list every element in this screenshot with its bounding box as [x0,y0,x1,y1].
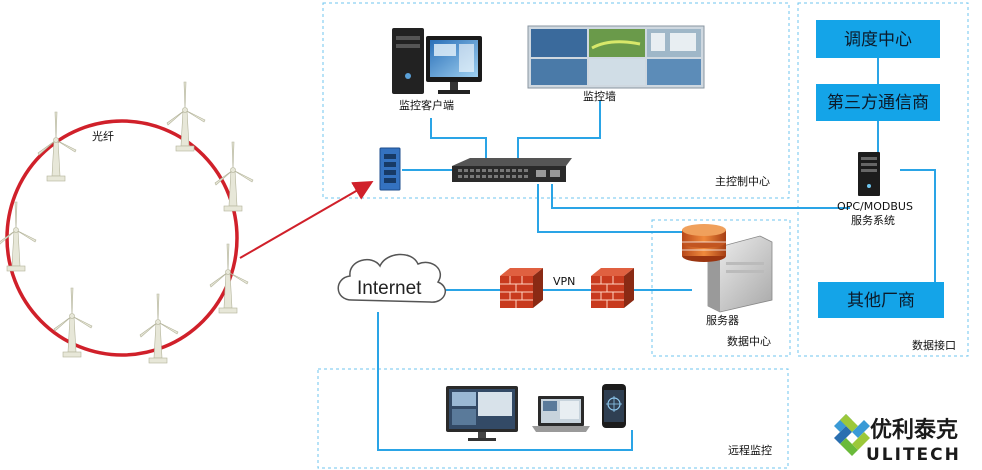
other-vendors-box: 其他厂商 [818,282,944,318]
svg-text:第三方通信商: 第三方通信商 [827,93,929,113]
laptop-icon [532,396,590,432]
third-party-telecom-box: 第三方通信商 [816,84,940,121]
server-icon: 服务器 [682,224,773,327]
smartphone-icon [602,384,626,428]
wind-turbine-icon [53,287,93,358]
monitoring-wall: 监控墙 [527,25,705,103]
monitor-wall-label: 监控墙 [583,89,616,103]
remote-monitoring-frame [317,368,789,469]
wind-turbine-icon [37,111,77,182]
wind-turbine-icon [166,81,206,152]
connection-lines [377,58,936,451]
wind-farm: 光纤 [0,81,374,364]
opc-server-icon [858,152,880,196]
opc-label-line2: 服务系统 [851,214,895,227]
ring-to-switch-arrow [239,181,374,259]
database-icon [682,224,726,262]
server-label: 服务器 [706,314,739,327]
logo-mark-icon [834,414,870,456]
svg-text:其他厂商: 其他厂商 [847,291,915,311]
monitor-client: 监控客户端 [392,28,482,112]
data-center-label: 数据中心 [727,334,771,348]
firewall-icon [591,268,634,308]
internet-label: Internet [357,278,422,299]
svg-text:调度中心: 调度中心 [844,30,912,50]
fiber-ring [5,119,239,357]
wind-turbine-icon [214,141,254,212]
vpn-label: VPN [553,275,575,288]
core-switch-icon [452,158,572,182]
opc-label-line1: OPC/MODBUS [837,200,913,213]
wind-turbine-icon [209,243,249,314]
monitor-screen-icon [426,36,482,94]
wind-turbine-icon [139,293,179,364]
dispatch-center-box: 调度中心 [816,20,940,58]
ulitech-logo: 优利泰克 ULITECH [834,414,961,465]
fiber-label: 光纤 [92,129,114,143]
logo-chinese: 优利泰克 [870,417,958,443]
industrial-switch-icon [379,147,401,191]
firewall-icon [500,268,543,308]
internet-cloud-icon: Internet [337,253,447,303]
logo-english: ULITECH [866,445,961,465]
desktop-monitor-icon [446,386,518,441]
remote-monitoring-label: 远程监控 [728,443,772,457]
data-interface-frame [797,2,969,357]
desktop-tower-icon [392,28,424,94]
main-control-frame [322,2,790,199]
monitor-client-label: 监控客户端 [399,98,454,112]
wind-turbines [0,81,254,364]
main-control-center-label: 主控制中心 [715,174,770,188]
wind-turbine-icon [0,201,37,272]
data-interface-label: 数据接口 [912,338,956,352]
data-center-frame [651,219,791,357]
